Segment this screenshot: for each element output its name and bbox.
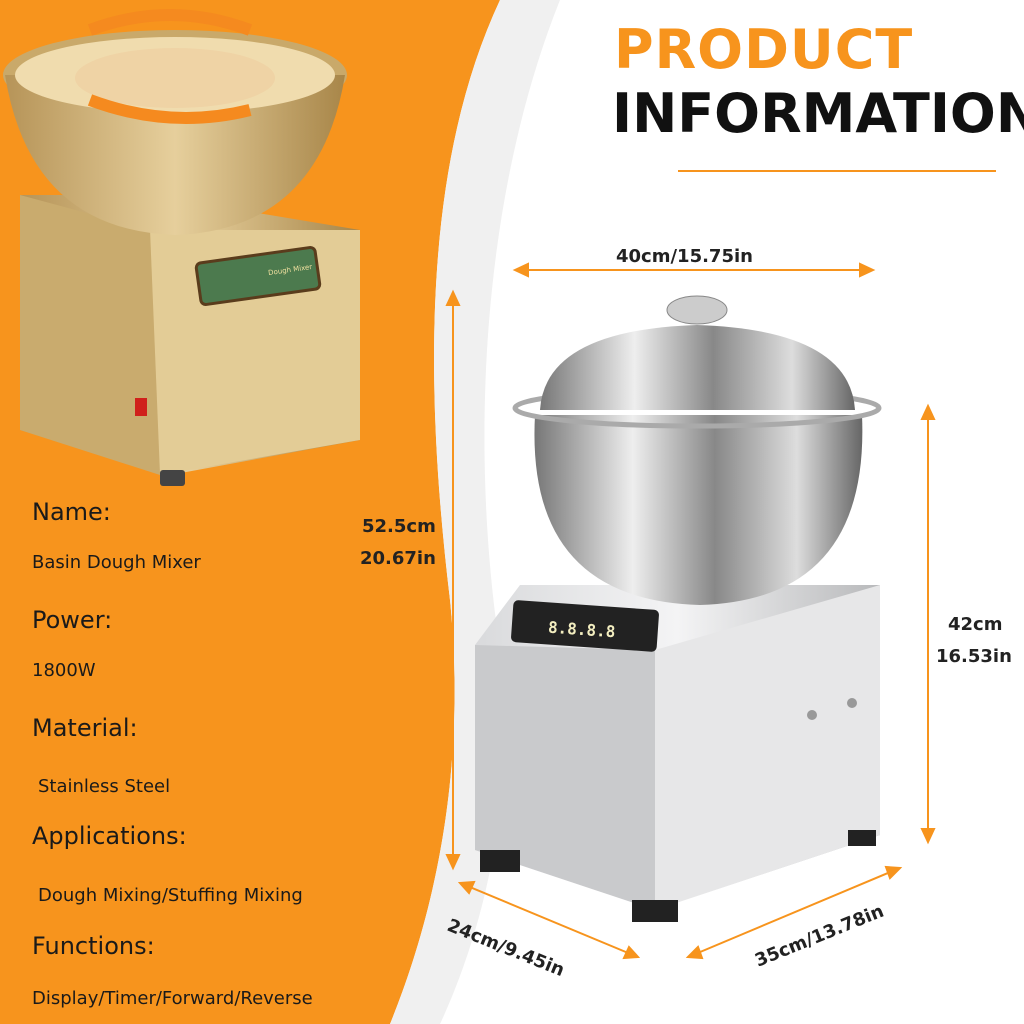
spec-material-label: Material: [32,714,138,742]
width-label: 40cm/15.75in [616,246,753,267]
spec-power-label: Power: [32,606,113,634]
title-line-2: INFORMATION [612,82,1024,145]
spec-functions-value: Display/Timer/Forward/Reverse [32,988,313,1009]
spec-name-label: Name: [32,498,111,526]
title-underline [678,170,996,172]
depth-arrow [464,884,634,956]
spec-power-value: 1800W [32,660,96,681]
spec-material-value: Stainless Steel [38,776,171,797]
gold-mixer-image [3,9,360,486]
spec-functions-label: Functions: [32,932,155,960]
length-arrow [692,869,896,956]
total-height-in: 20.67in [360,548,436,569]
title-line-1: PRODUCT [614,18,914,81]
steel-mixer-image [475,295,882,922]
body-height-in: 16.53in [936,646,1012,667]
body-height-cm: 42cm [948,614,1003,635]
spec-applications-value: Dough Mixing/Stuffing Mixing [38,885,303,906]
spec-name-value: Basin Dough Mixer [32,552,201,573]
total-height-cm: 52.5cm [362,516,436,537]
spec-applications-label: Applications: [32,822,187,850]
